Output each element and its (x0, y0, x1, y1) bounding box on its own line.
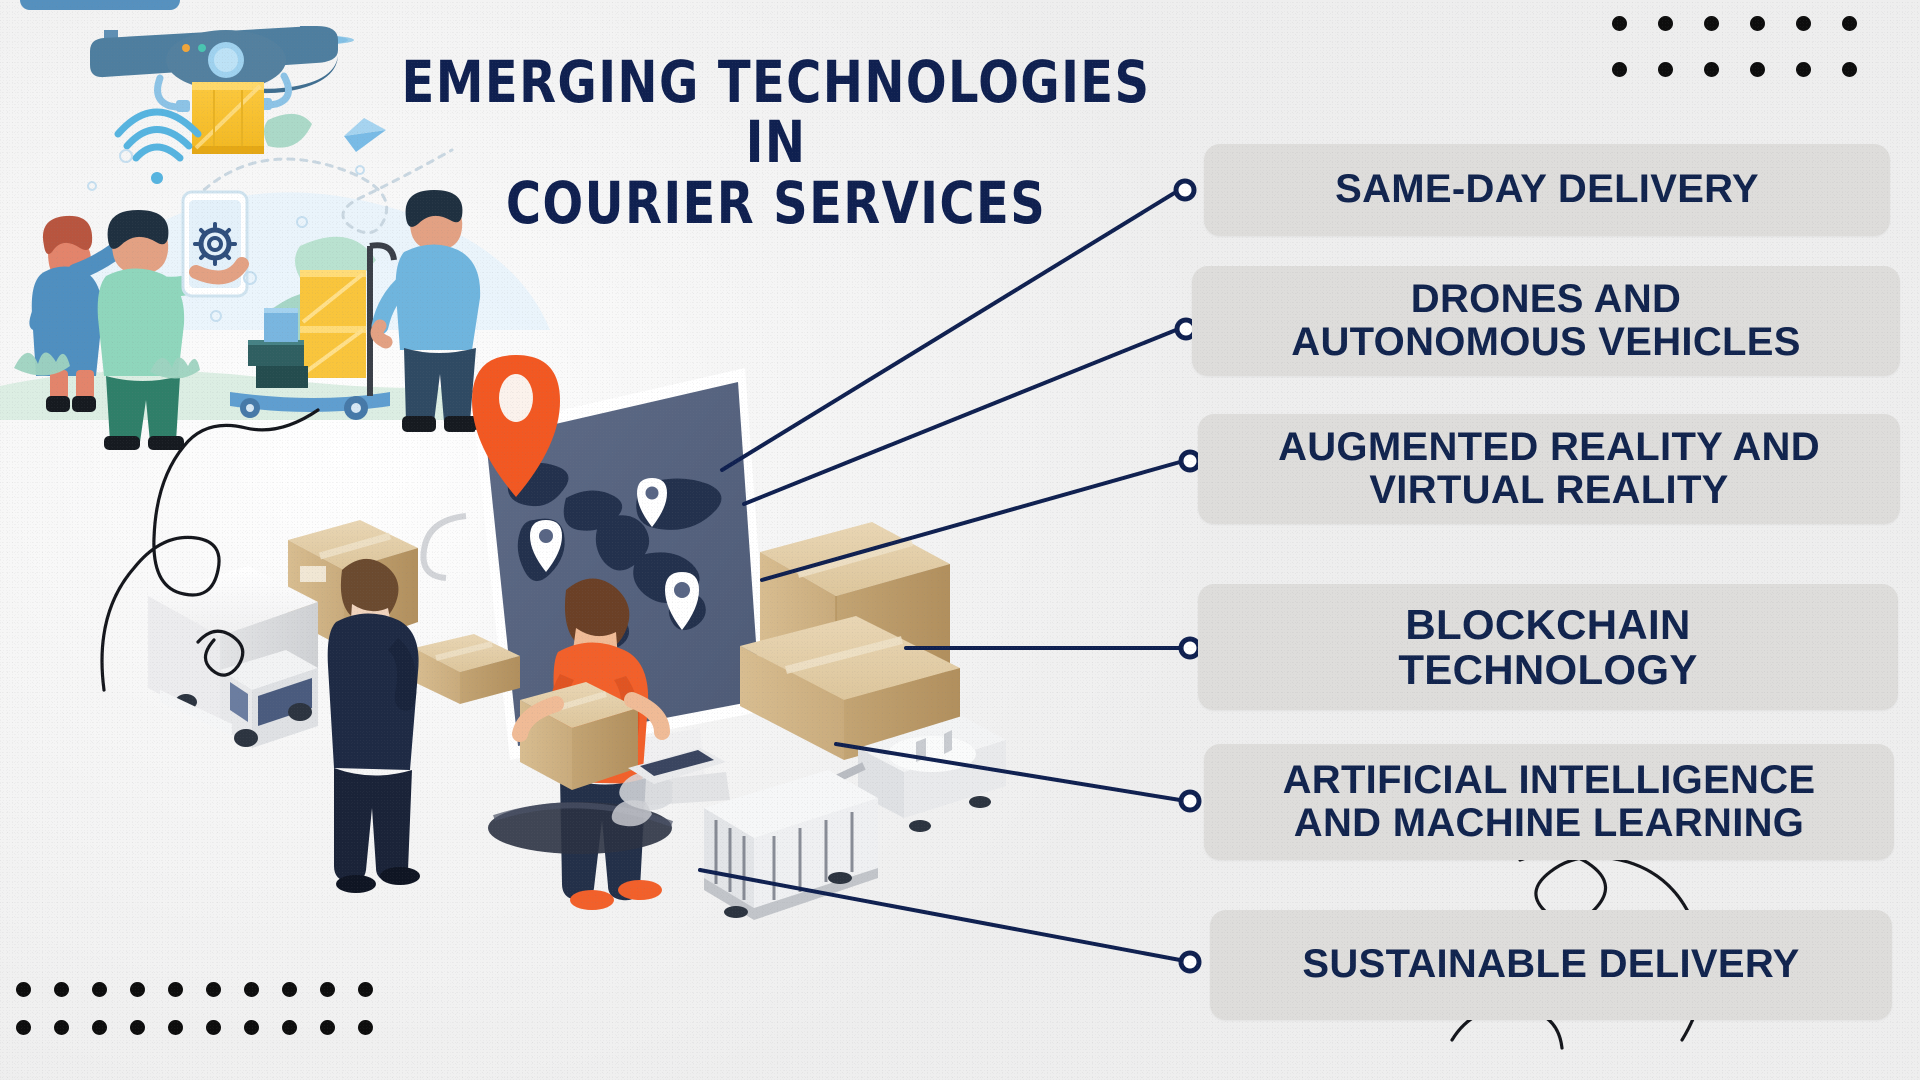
title-line-1: EMERGING TECHNOLOGIES IN (401, 48, 1151, 177)
label-box-ai-machine-learning[interactable]: ARTIFICIAL INTELLIGENCE AND MACHINE LEAR… (1204, 744, 1894, 860)
label-line: ARTIFICIAL INTELLIGENCE (1282, 757, 1816, 802)
label-line: BLOCKCHAIN (1405, 600, 1691, 648)
label-box-augmented-virtual-reality[interactable]: AUGMENTED REALITY AND VIRTUAL REALITY (1198, 414, 1900, 524)
drone-icon (90, 25, 354, 112)
decor-dot (1750, 62, 1765, 77)
dot-grid-top-right (1612, 16, 1888, 108)
decor-dot (1796, 62, 1811, 77)
scene-drone-delivery (0, 0, 550, 450)
wifi-icon (114, 108, 202, 162)
decor-dot (320, 982, 335, 997)
decor-dot (282, 1020, 297, 1035)
paper-plane-icon (344, 118, 386, 152)
decor-dot (320, 1020, 335, 1035)
smartphone-icon (181, 190, 249, 298)
decor-dot (54, 1020, 69, 1035)
person-man-suit (327, 558, 420, 893)
label-line: SUSTAINABLE DELIVERY (1302, 942, 1800, 987)
delivery-truck (148, 566, 318, 748)
decor-dot (168, 982, 183, 997)
label-line: DRONES AND (1410, 276, 1682, 321)
decor-dot (1658, 62, 1673, 77)
decor-dot (1612, 62, 1627, 77)
tablet-device (628, 748, 726, 784)
label-line: AND MACHINE LEARNING (1293, 801, 1805, 845)
label-line: AUTONOMOUS VEHICLES (1291, 320, 1801, 364)
map-pin-white (665, 572, 699, 630)
decor-dot (130, 982, 145, 997)
dot-grid-bottom-left (16, 982, 396, 1058)
decor-dot (1704, 62, 1719, 77)
decor-dot (1750, 16, 1765, 31)
decor-dot (1796, 16, 1811, 31)
parcel-left-small (414, 634, 520, 704)
hand-truck-crates (230, 236, 397, 420)
decor-dot (206, 1020, 221, 1035)
decor-dot (1704, 16, 1719, 31)
label-box-same-day-delivery[interactable]: SAME-DAY DELIVERY (1204, 144, 1890, 236)
decor-dot (130, 1020, 145, 1035)
decor-dot (1842, 16, 1857, 31)
crate-yellow-airborne (192, 82, 264, 154)
decor-dot (1842, 62, 1857, 77)
parcel-stack-right (740, 522, 960, 760)
label-line: VIRTUAL REALITY (1369, 468, 1729, 512)
person-woman (29, 215, 160, 412)
map-pin-white (530, 520, 562, 572)
decor-dot (92, 1020, 107, 1035)
decor-dot (16, 982, 31, 997)
decor-dot (54, 982, 69, 997)
decor-dot (206, 982, 221, 997)
decor-dot (1658, 16, 1673, 31)
person-courier-orange (512, 578, 670, 910)
decor-dot (358, 982, 373, 997)
decor-dot (244, 1020, 259, 1035)
label-line: TECHNOLOGY (1398, 646, 1698, 693)
decor-dot (244, 982, 259, 997)
decor-dot (92, 982, 107, 997)
decor-dot (282, 982, 297, 997)
label-line: SAME-DAY DELIVERY (1335, 167, 1759, 212)
decor-dot (16, 1020, 31, 1035)
page-title: EMERGING TECHNOLOGIES IN COURIER SERVICE… (390, 52, 1163, 233)
decor-dot (1612, 16, 1627, 31)
map-pin-white (637, 478, 667, 527)
label-box-drones-autonomous-vehicles[interactable]: DRONES AND AUTONOMOUS VEHICLES (1192, 266, 1900, 376)
label-box-sustainable-delivery[interactable]: SUSTAINABLE DELIVERY (1210, 910, 1892, 1020)
label-line: AUGMENTED REALITY AND (1278, 424, 1820, 469)
label-box-blockchain-technology[interactable]: BLOCKCHAIN TECHNOLOGY (1198, 584, 1898, 710)
person-man-handtruck (370, 190, 481, 432)
title-line-2: COURIER SERVICES (505, 168, 1047, 237)
map-pin-orange (472, 355, 560, 497)
decor-dot (168, 1020, 183, 1035)
decor-dot (358, 1020, 373, 1035)
